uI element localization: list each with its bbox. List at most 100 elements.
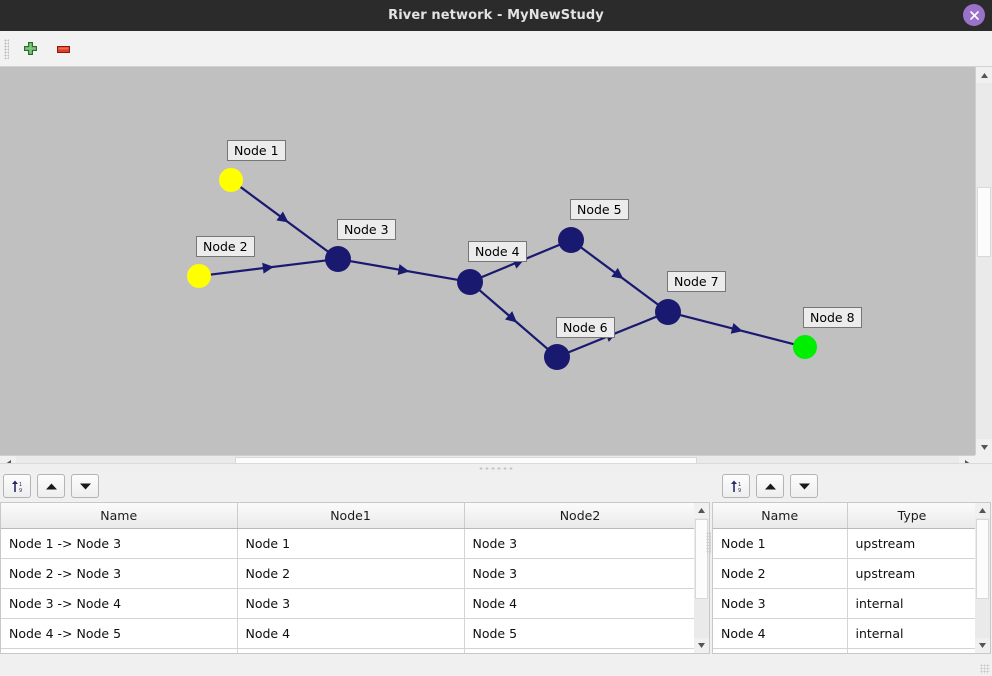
table-cell[interactable]: Node 3 -> Node 4 bbox=[1, 588, 238, 619]
table-cell[interactable] bbox=[713, 648, 848, 653]
column-header-name[interactable]: Name bbox=[713, 503, 848, 529]
window-resize-grip[interactable] bbox=[980, 664, 990, 674]
graph-node-label-node-1[interactable]: Node 1 bbox=[227, 140, 286, 161]
graph-node-label-node-4[interactable]: Node 4 bbox=[468, 241, 527, 262]
graph-nodes bbox=[187, 168, 817, 370]
add-node-button[interactable] bbox=[18, 37, 42, 61]
table-cell[interactable]: internal bbox=[847, 588, 975, 619]
nodes-table-scrollbar[interactable] bbox=[975, 502, 991, 654]
graph-node-node-5[interactable] bbox=[558, 227, 584, 253]
reaches-toolbar: 1 9 bbox=[0, 472, 710, 502]
nodes-scroll-thumb[interactable] bbox=[976, 519, 989, 599]
table-cell[interactable]: Node 3 bbox=[237, 588, 465, 619]
table-cell[interactable] bbox=[237, 648, 465, 653]
graph-vscroll-thumb[interactable] bbox=[977, 187, 991, 257]
table-cell[interactable]: upstream bbox=[847, 558, 975, 589]
svg-text:1: 1 bbox=[19, 482, 22, 488]
graph-node-node-7[interactable] bbox=[655, 299, 681, 325]
triangle-down-icon bbox=[798, 483, 810, 489]
network-graph-canvas[interactable]: Node 1 Node 2 Node 3 Node 4 Node 5 Node 6 Node… bbox=[0, 67, 992, 455]
graph-node-label-node-8[interactable]: Node 8 bbox=[803, 307, 862, 328]
table-cell[interactable]: Node 3 bbox=[464, 558, 694, 589]
graph-node-label-node-7[interactable]: Node 7 bbox=[667, 271, 726, 292]
reaches-move-up-button[interactable] bbox=[37, 474, 65, 498]
table-row[interactable] bbox=[1, 648, 694, 653]
graph-node-node-1[interactable] bbox=[219, 168, 243, 192]
table-cell[interactable] bbox=[464, 648, 694, 653]
graph-node-node-4[interactable] bbox=[457, 269, 483, 295]
table-cell[interactable]: Node 3 bbox=[713, 588, 848, 619]
triangle-up-icon bbox=[980, 72, 988, 78]
graph-scroll-up-button[interactable] bbox=[976, 67, 992, 83]
pane-drag-handle[interactable] bbox=[706, 532, 711, 554]
close-button[interactable] bbox=[963, 4, 985, 26]
reaches-sort-button[interactable]: 1 9 bbox=[3, 474, 31, 498]
table-cell[interactable]: Node 4 bbox=[237, 618, 465, 649]
table-cell[interactable]: Node 1 bbox=[713, 528, 848, 559]
table-cell[interactable]: Node 2 -> Node 3 bbox=[1, 558, 238, 589]
table-cell[interactable]: Node 2 bbox=[713, 558, 848, 589]
graph-node-node-3[interactable] bbox=[325, 246, 351, 272]
graph-edge-arrowhead bbox=[730, 323, 743, 334]
table-cell[interactable]: Node 4 bbox=[713, 618, 848, 649]
nodes-scroll-down-button[interactable] bbox=[975, 638, 990, 653]
column-header-node2[interactable]: Node2 bbox=[464, 503, 694, 529]
table-cell[interactable]: Node 2 bbox=[237, 558, 465, 589]
column-header-type[interactable]: Type bbox=[847, 503, 975, 529]
table-cell[interactable]: Node 1 bbox=[237, 528, 465, 559]
column-header-name[interactable]: Name bbox=[1, 503, 238, 529]
graph-vertical-scrollbar[interactable] bbox=[975, 67, 992, 455]
table-cell[interactable]: Node 1 -> Node 3 bbox=[1, 528, 238, 559]
table-cell[interactable]: Node 5 bbox=[464, 618, 694, 649]
triangle-up-icon bbox=[45, 483, 57, 489]
delete-node-button[interactable] bbox=[51, 37, 75, 61]
reaches-scroll-up-button[interactable] bbox=[694, 503, 709, 518]
table-cell[interactable]: Node 3 bbox=[464, 528, 694, 559]
reaches-scroll-down-button[interactable] bbox=[694, 638, 709, 653]
graph-node-label-node-5[interactable]: Node 5 bbox=[570, 199, 629, 220]
graph-node-label-node-3[interactable]: Node 3 bbox=[337, 219, 396, 240]
table-cell[interactable] bbox=[1, 648, 238, 653]
column-header-node1[interactable]: Node1 bbox=[237, 503, 465, 529]
table-cell[interactable]: internal bbox=[847, 618, 975, 649]
table-cell[interactable] bbox=[847, 648, 975, 653]
reaches-table-scrollbar[interactable] bbox=[694, 502, 710, 654]
sort-ascending-icon: 1 9 bbox=[11, 480, 22, 494]
horizontal-splitter[interactable] bbox=[0, 463, 992, 473]
graph-node-label-node-6[interactable]: Node 6 bbox=[556, 317, 615, 338]
nodes-scroll-up-button[interactable] bbox=[975, 503, 990, 518]
reaches-move-down-button[interactable] bbox=[71, 474, 99, 498]
nodes-sort-button[interactable]: 1 9 bbox=[722, 474, 750, 498]
nodes-move-up-button[interactable] bbox=[756, 474, 784, 498]
graph-vscroll-trough[interactable] bbox=[976, 83, 992, 439]
table-cell[interactable]: Node 4 bbox=[464, 588, 694, 619]
graph-node-node-6[interactable] bbox=[544, 344, 570, 370]
graph-node-node-2[interactable] bbox=[187, 264, 211, 288]
nodes-move-down-button[interactable] bbox=[790, 474, 818, 498]
graph-edge-arrowhead bbox=[611, 267, 624, 279]
graph-scroll-down-button[interactable] bbox=[976, 439, 992, 455]
splitter-grip bbox=[478, 467, 514, 470]
svg-text:9: 9 bbox=[738, 488, 741, 494]
table-cell[interactable]: upstream bbox=[847, 528, 975, 559]
table-cell[interactable]: Node 4 -> Node 5 bbox=[1, 618, 238, 649]
graph-node-node-8[interactable] bbox=[793, 335, 817, 359]
toolbar-drag-handle[interactable] bbox=[4, 39, 9, 59]
graph-edges bbox=[209, 185, 795, 354]
graph-node-label-node-2[interactable]: Node 2 bbox=[196, 236, 255, 257]
table-row[interactable] bbox=[713, 648, 975, 653]
close-icon bbox=[969, 10, 979, 20]
reaches-scroll-thumb[interactable] bbox=[695, 519, 708, 599]
